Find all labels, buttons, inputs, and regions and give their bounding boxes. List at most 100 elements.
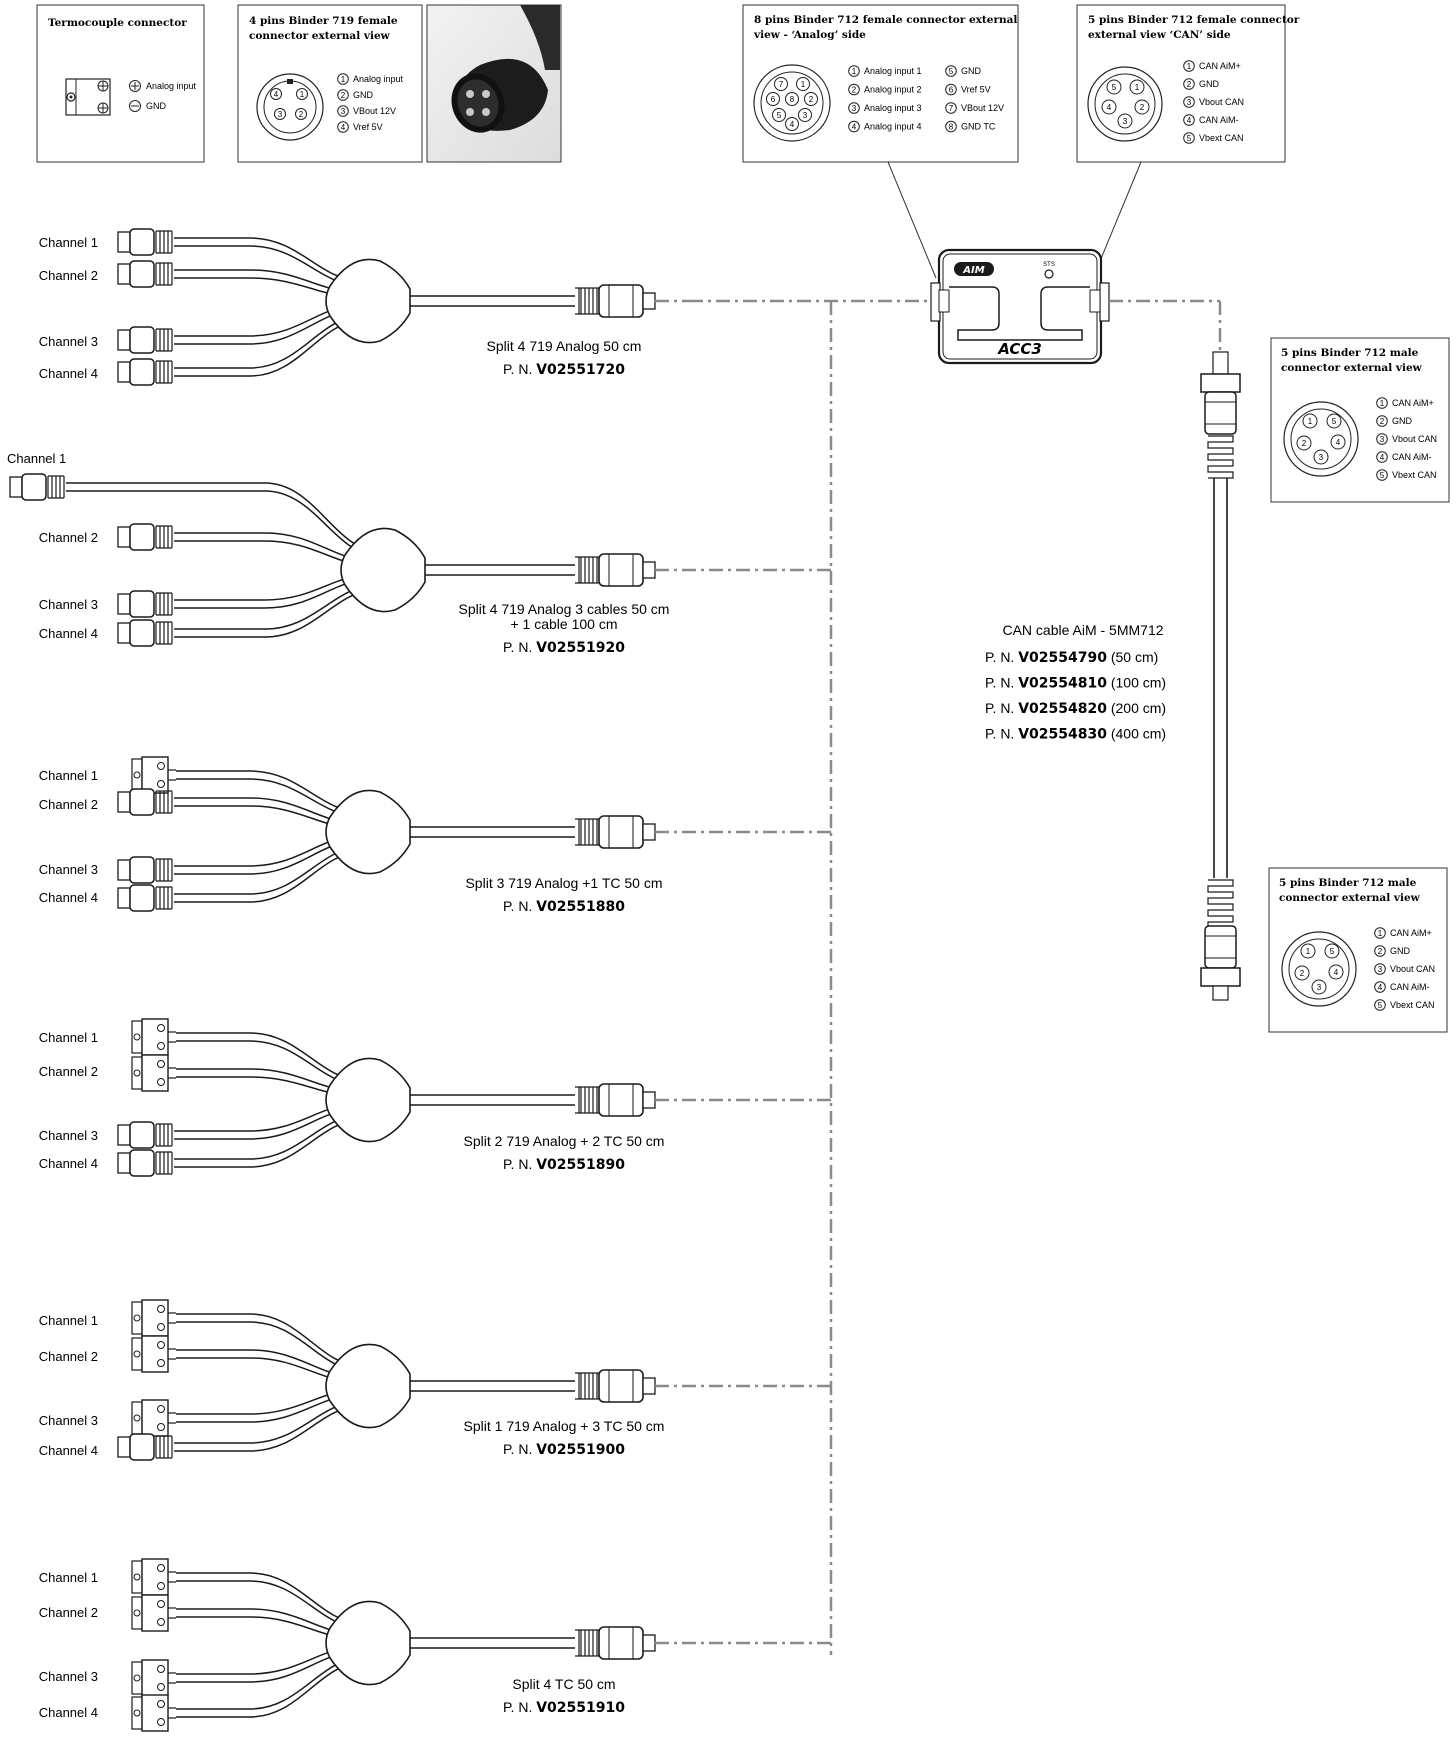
thermocouple-minus-label: GND — [146, 101, 167, 111]
binder712-8pin-face-icon: 7 1 6 8 2 5 3 4 — [753, 64, 831, 142]
pn-value: V02551880 — [536, 899, 625, 915]
sts-led-icon — [1044, 269, 1054, 279]
thermocouple-connector-icon — [65, 78, 111, 116]
svg-text:4: 4 — [1334, 968, 1339, 977]
binder719-connector-icon — [117, 523, 173, 551]
svg-text:3: 3 — [1317, 983, 1322, 992]
channel-label: Channel 1 — [39, 1313, 98, 1328]
pin-label: Vref 5V — [961, 85, 991, 95]
can-cable-info: CAN cable AiM - 5MM712 P. N. V02554790 (… — [985, 622, 1166, 743]
thermocouple-box-title: Termocouple connector — [48, 17, 187, 29]
binder712-5m-top-title-line2: connector external view — [1281, 362, 1423, 374]
cable-wire — [174, 589, 376, 638]
can-cable-title: CAN cable AiM - 5MM712 — [1002, 622, 1163, 638]
binder712-5m-bottom-face-icon: 1 5 2 4 3 — [1281, 931, 1357, 1007]
binder719-box: 4 pins Binder 719 female connector exter… — [237, 4, 423, 163]
cable-caption: Split 3 719 Analog +1 TC 50 cm — [465, 875, 662, 891]
pin-number-circle-icon — [1374, 981, 1386, 993]
pin-number-circle-icon — [337, 105, 349, 117]
pin-number-circle-icon — [337, 89, 349, 101]
cable-part-number: P. N. V02551910 — [503, 1699, 625, 1716]
can-variant-row: P. N. V02554820 (200 cm) — [985, 700, 1166, 717]
binder719-connector-icon — [117, 260, 173, 288]
cable-wire — [66, 482, 376, 551]
channel-label: Channel 1 — [7, 451, 66, 466]
pin-number-circle-icon — [1183, 132, 1195, 144]
pin-number: 4 — [1187, 116, 1192, 125]
can-variant-row: P. N. V02554790 (50 cm) — [985, 649, 1158, 666]
thermocouple-connector-icon — [131, 1054, 176, 1092]
svg-text:1: 1 — [1306, 947, 1311, 956]
can-variant-pn: V02554810 — [1018, 676, 1107, 692]
thermocouple-connector-icon — [131, 1335, 176, 1373]
pin-label: GND TC — [961, 122, 996, 132]
binder719-connector-icon — [117, 1149, 173, 1177]
binder719-connector-icon — [117, 1121, 173, 1149]
thermocouple-connector-icon — [131, 1659, 176, 1697]
pin-number-circle-icon — [1374, 927, 1386, 939]
acc3-label: ACC3 — [997, 340, 1042, 358]
acc3-module: AIM STS ACC3 — [930, 248, 1110, 365]
svg-text:3: 3 — [1319, 453, 1324, 462]
pin-number-circle-icon — [848, 83, 860, 96]
binder719-connector-icon — [117, 884, 173, 912]
cable-caption: Split 4 719 Analog 50 cm — [487, 338, 642, 354]
binder719-title-line2: connector external view — [249, 30, 391, 42]
pn-value: V02551920 — [536, 640, 625, 656]
binder712-connector-icon — [575, 1083, 656, 1117]
can-variant-pn: V02554830 — [1018, 727, 1107, 743]
pin-number: 2 — [1187, 80, 1192, 89]
pin-label: CAN AiM- — [1392, 452, 1432, 462]
can-cable-variant-list: P. N. V02554790 (50 cm)P. N. V02554810 (… — [985, 649, 1166, 743]
split-hub — [325, 1057, 411, 1143]
binder719-face-icon: 4 1 3 2 — [256, 73, 324, 141]
can-cable — [1200, 351, 1241, 1001]
thermocouple-connector-icon — [131, 1399, 176, 1437]
svg-text:4: 4 — [274, 90, 279, 99]
svg-text:2: 2 — [1302, 439, 1307, 448]
plus-pin-icon — [129, 80, 141, 92]
pin-label: Analog input 2 — [864, 85, 922, 95]
channel-label: Channel 4 — [39, 366, 98, 381]
svg-text:7: 7 — [779, 80, 784, 89]
binder712-connector-icon — [575, 1369, 656, 1403]
channel-label: Channel 4 — [39, 1705, 98, 1720]
thermocouple-connector-icon — [131, 756, 176, 794]
thermocouple-connector-box: Termocouple connector Analog input GND — [36, 4, 205, 163]
cable-wire — [66, 490, 376, 556]
pn-prefix: P. N. — [503, 639, 536, 655]
pin-number-circle-icon — [1183, 96, 1195, 108]
svg-text:6: 6 — [771, 95, 776, 104]
pin-number: 2 — [1380, 417, 1385, 426]
pin-number-circle-icon — [337, 73, 349, 85]
pn-prefix: P. N. — [985, 675, 1018, 691]
binder719-connector-icon — [117, 856, 173, 884]
svg-text:4: 4 — [790, 120, 795, 129]
binder712-connector-icon — [575, 1626, 656, 1660]
pin-number: 5 — [1380, 471, 1385, 480]
svg-text:2: 2 — [299, 110, 304, 119]
pn-prefix: P. N. — [985, 726, 1018, 742]
cable-wire — [176, 1580, 361, 1629]
pn-value: V02551900 — [536, 1442, 625, 1458]
cable-caption: + 1 cable 100 cm — [510, 616, 617, 632]
cable-caption: Split 4 TC 50 cm — [512, 1676, 615, 1692]
channel-label: Channel 1 — [39, 768, 98, 783]
pin-number: 5 — [1378, 1001, 1383, 1010]
